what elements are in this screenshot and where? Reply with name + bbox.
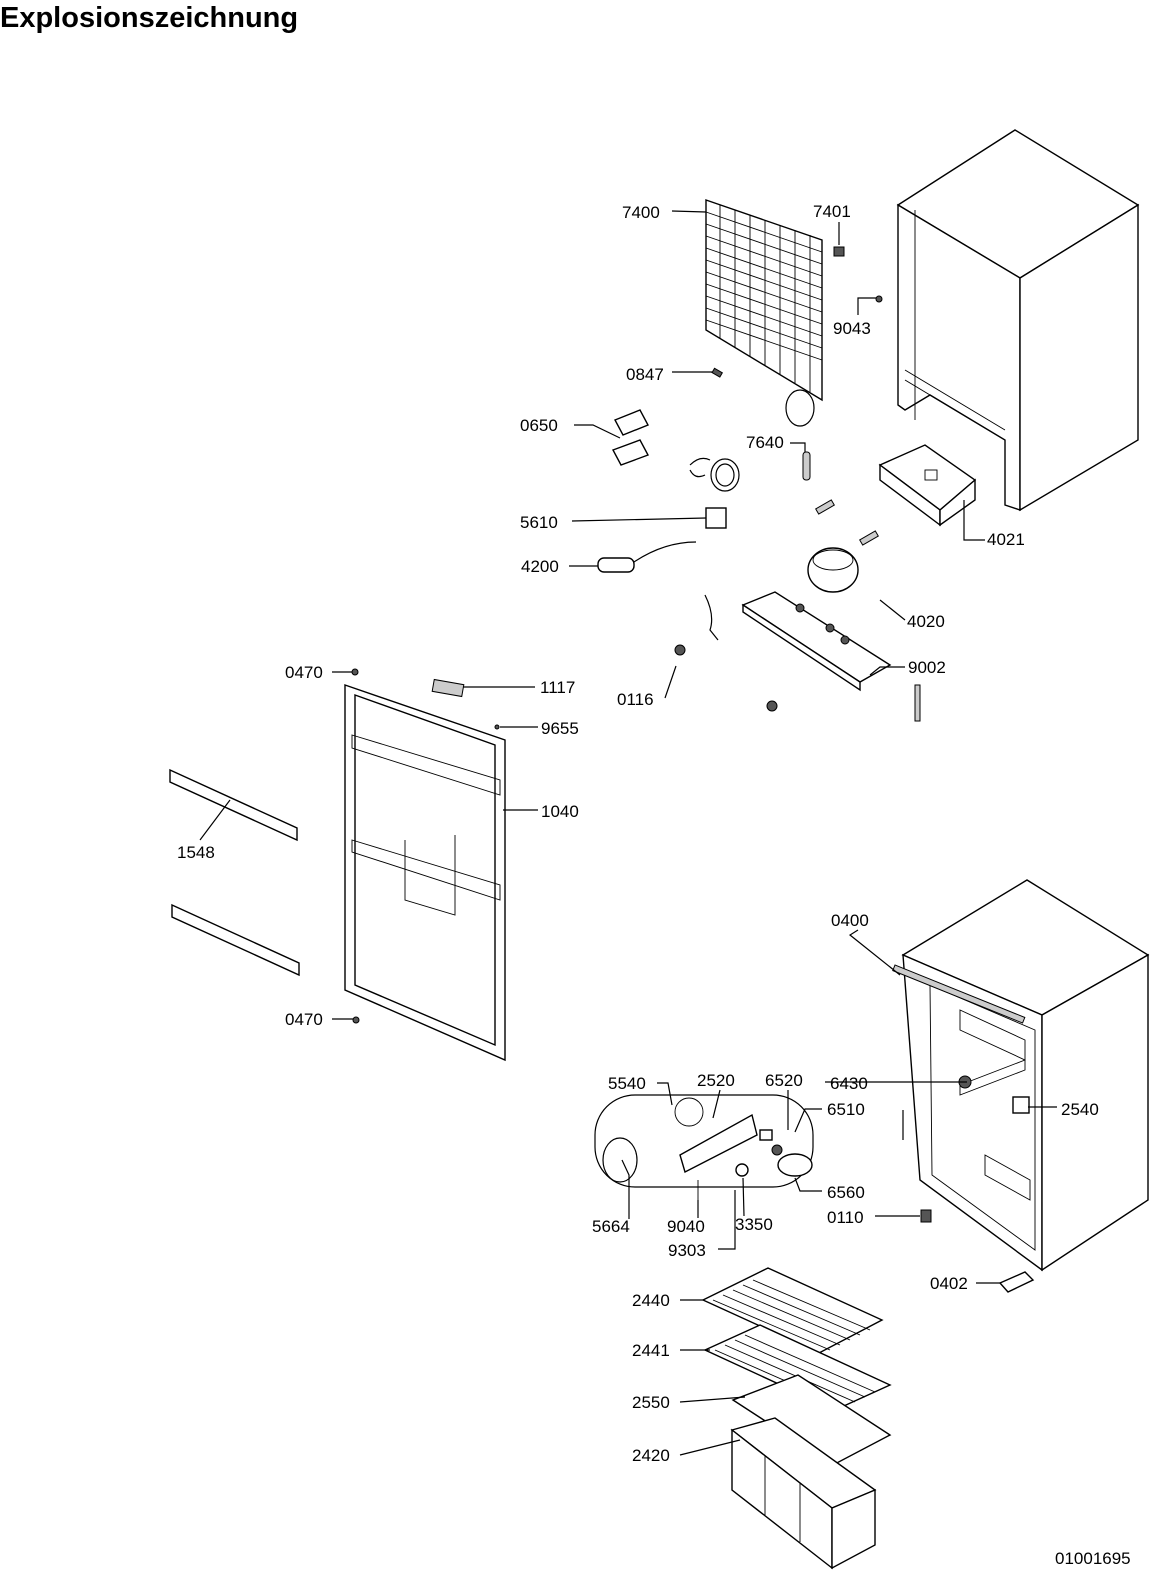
label-0110: 0110 xyxy=(827,1208,864,1227)
label-4020: 4020 xyxy=(907,612,945,631)
label-6430: 6430 xyxy=(830,1074,868,1093)
label-6560: 6560 xyxy=(827,1183,865,1202)
label-0470-bottom: 0470 xyxy=(285,1010,323,1029)
label-6510: 6510 xyxy=(827,1100,865,1119)
label-7400: 7400 xyxy=(622,203,660,222)
part-0116-grommet-a xyxy=(674,644,686,656)
cabinet-outer-housing xyxy=(896,129,1140,512)
part-9043-screw xyxy=(875,295,883,303)
part-4200-capacitor xyxy=(597,557,635,573)
label-3350: 3350 xyxy=(735,1215,773,1234)
label-6520: 6520 xyxy=(765,1071,803,1090)
label-0400: 0400 xyxy=(831,911,869,930)
part-0110-foot xyxy=(920,1209,932,1223)
part-5610-relay xyxy=(705,507,727,529)
part-4020-compressor xyxy=(807,547,859,593)
label-0116: 0116 xyxy=(617,690,654,709)
label-2520: 2520 xyxy=(697,1071,735,1090)
part-1117-label xyxy=(431,678,465,698)
label-2540: 2540 xyxy=(1061,1100,1099,1119)
part-2540-switch xyxy=(1012,1096,1030,1114)
label-9002: 9002 xyxy=(908,658,946,677)
label-9303: 9303 xyxy=(668,1241,706,1260)
label-7401: 7401 xyxy=(813,202,851,221)
part-9655-screw xyxy=(494,724,500,730)
crisper-2420 xyxy=(730,1417,877,1570)
part-9002-baseplate xyxy=(741,591,892,692)
label-2441: 2441 xyxy=(632,1341,670,1360)
label-2550: 2550 xyxy=(632,1393,670,1412)
part-thermostat-probe xyxy=(815,499,835,515)
label-9043: 9043 xyxy=(833,319,871,338)
door-1040 xyxy=(344,684,506,1062)
part-0650-labels xyxy=(612,409,649,466)
label-0650: 0650 xyxy=(520,416,558,435)
label-1117: 1117 xyxy=(540,678,575,697)
part-1548-gaskets xyxy=(169,768,300,977)
fridge-cabinet xyxy=(901,879,1150,1272)
part-9002-spring xyxy=(914,684,921,722)
condenser-coil xyxy=(705,199,823,427)
part-4021-drip-tray xyxy=(878,444,977,527)
label-5610: 5610 xyxy=(520,513,558,532)
part-0400-hinge-bar xyxy=(892,964,1026,1024)
label-7640: 7640 xyxy=(746,433,784,452)
drawing-number: 01001695 xyxy=(1055,1549,1131,1568)
label-9655: 9655 xyxy=(541,719,579,738)
label-9040: 9040 xyxy=(667,1217,705,1236)
label-0847: 0847 xyxy=(626,365,664,384)
label-2440: 2440 xyxy=(632,1291,670,1310)
label-5664: 5664 xyxy=(592,1217,630,1236)
label-0470-top: 0470 xyxy=(285,663,323,682)
part-0847-pin xyxy=(711,367,724,378)
control-panel-assembly xyxy=(594,1094,814,1200)
label-1548: 1548 xyxy=(177,843,215,862)
part-0470-screw-bottom xyxy=(352,1016,360,1024)
page-title: Explosionszeichnung xyxy=(0,2,299,34)
leader-lines xyxy=(199,210,1057,1456)
part-power-cord xyxy=(689,457,740,492)
part-0470-screw-top xyxy=(351,668,359,676)
label-4021: 4021 xyxy=(987,530,1025,549)
part-0116-grommet-b xyxy=(766,700,778,712)
part-7401-clip xyxy=(833,246,845,257)
label-4200: 4200 xyxy=(521,557,559,576)
part-7640-capillary xyxy=(802,451,811,481)
label-0402: 0402 xyxy=(930,1274,968,1293)
label-5540: 5540 xyxy=(608,1074,646,1093)
label-1040: 1040 xyxy=(541,802,579,821)
part-bracket xyxy=(859,530,879,546)
part-0402-hinge xyxy=(998,1271,1035,1293)
label-2420: 2420 xyxy=(632,1446,670,1465)
